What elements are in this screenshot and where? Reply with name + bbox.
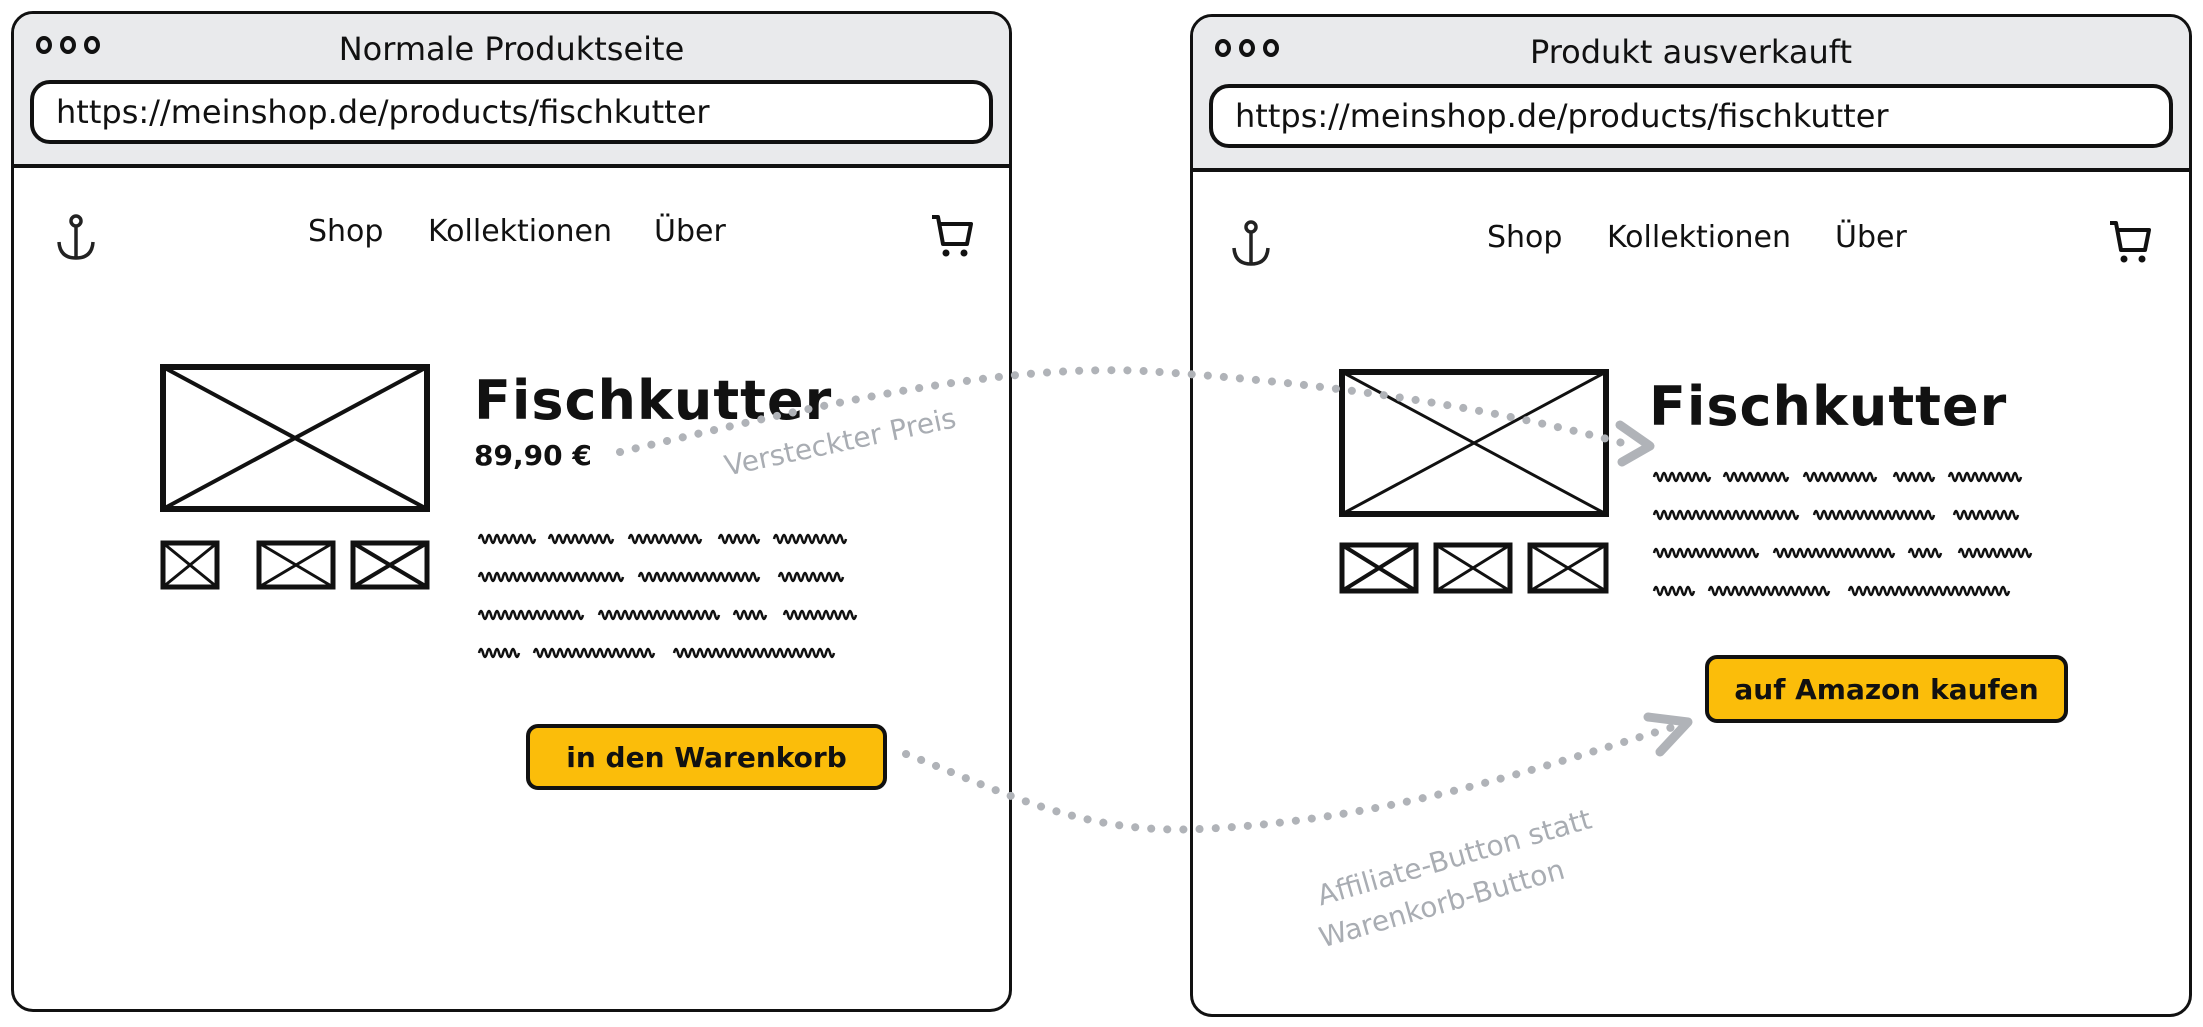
title-bar: Normale Produktseite https://meinshop.de…	[14, 14, 1009, 168]
add-to-cart-button[interactable]: in den Warenkorb	[526, 724, 887, 790]
window-dot-icon[interactable]	[36, 36, 52, 54]
placeholder-word	[597, 609, 721, 621]
anchor-icon[interactable]	[1229, 220, 1273, 268]
nav-shop[interactable]: Shop	[1487, 220, 1563, 255]
window-dot-icon[interactable]	[1263, 39, 1279, 57]
placeholder-word	[1812, 509, 1936, 521]
thumbnail-placeholder[interactable]	[1527, 542, 1609, 594]
cart-icon[interactable]	[2107, 218, 2153, 264]
window-dot-icon[interactable]	[1215, 39, 1231, 57]
placeholder-word	[477, 647, 521, 659]
placeholder-word	[732, 609, 768, 621]
window-title: Normale Produktseite	[338, 30, 685, 68]
window-controls	[36, 36, 100, 54]
anchor-icon[interactable]	[54, 214, 98, 262]
placeholder-word	[772, 533, 848, 545]
placeholder-word	[532, 647, 656, 659]
window-dot-icon[interactable]	[84, 36, 100, 54]
window-dot-icon[interactable]	[1239, 39, 1255, 57]
thumbnail-placeholder[interactable]	[160, 540, 220, 590]
thumbnail-placeholder[interactable]	[1433, 542, 1513, 594]
placeholder-word	[1707, 585, 1831, 597]
browser-window-sold-out: Produkt ausverkauft https://meinshop.de/…	[1190, 14, 2192, 1017]
placeholder-word	[717, 533, 761, 545]
url-bar[interactable]: https://meinshop.de/products/fischkutter	[1209, 84, 2173, 148]
nav-kollektionen[interactable]: Kollektionen	[1607, 220, 1791, 255]
placeholder-word	[1892, 471, 1936, 483]
placeholder-word	[1652, 547, 1760, 559]
placeholder-word	[1957, 547, 2033, 559]
url-bar[interactable]: https://meinshop.de/products/fischkutter	[30, 80, 993, 144]
nav-ueber[interactable]: Über	[654, 214, 726, 249]
thumbnail-placeholder[interactable]	[1339, 542, 1419, 594]
placeholder-word	[627, 533, 703, 545]
placeholder-word	[1952, 509, 2020, 521]
placeholder-word	[477, 571, 625, 583]
description-placeholder-text	[477, 533, 858, 659]
window-title: Produkt ausverkauft	[1529, 33, 1853, 71]
description-placeholder-text	[1652, 471, 2033, 597]
placeholder-word	[1947, 471, 2023, 483]
placeholder-word	[547, 533, 615, 545]
product-image-placeholder	[160, 364, 430, 512]
placeholder-word	[1722, 471, 1790, 483]
nav-kollektionen[interactable]: Kollektionen	[428, 214, 612, 249]
placeholder-word	[1847, 585, 2011, 597]
thumbnail-placeholder[interactable]	[256, 540, 336, 590]
product-title: Fischkutter	[474, 369, 833, 432]
product-title: Fischkutter	[1649, 375, 2008, 438]
placeholder-word	[1652, 509, 1800, 521]
placeholder-word	[1652, 471, 1712, 483]
placeholder-word	[782, 609, 858, 621]
window-dot-icon[interactable]	[60, 36, 76, 54]
buy-on-amazon-button[interactable]: auf Amazon kaufen	[1705, 655, 2068, 723]
browser-window-normal: Normale Produktseite https://meinshop.de…	[11, 11, 1012, 1012]
placeholder-word	[1652, 585, 1696, 597]
window-controls	[1215, 39, 1279, 57]
placeholder-word	[477, 533, 537, 545]
placeholder-word	[1802, 471, 1878, 483]
placeholder-word	[477, 609, 585, 621]
product-price: 89,90 €	[474, 439, 592, 472]
thumbnail-placeholder[interactable]	[350, 540, 430, 590]
placeholder-word	[672, 647, 836, 659]
placeholder-word	[1907, 547, 1943, 559]
cart-icon[interactable]	[929, 212, 975, 258]
nav-ueber[interactable]: Über	[1835, 220, 1907, 255]
placeholder-word	[777, 571, 845, 583]
nav-shop[interactable]: Shop	[308, 214, 384, 249]
placeholder-word	[637, 571, 761, 583]
title-bar: Produkt ausverkauft https://meinshop.de/…	[1193, 17, 2189, 172]
placeholder-word	[1772, 547, 1896, 559]
product-image-placeholder	[1339, 369, 1609, 517]
